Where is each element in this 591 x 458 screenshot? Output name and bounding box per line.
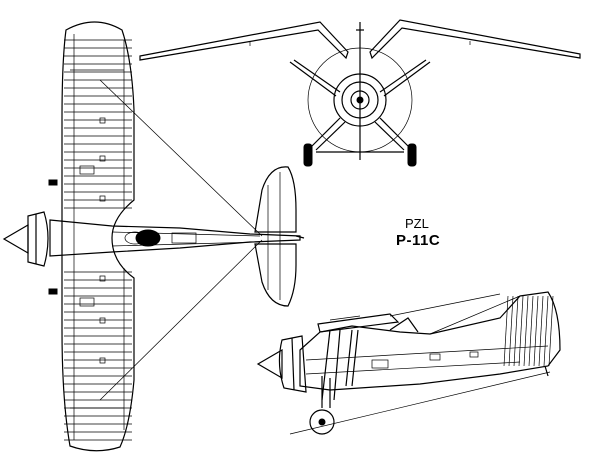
top-view-wing xyxy=(61,21,135,452)
fin-rib-line xyxy=(508,295,514,367)
fin-rib-line xyxy=(548,295,554,367)
fin-rib-line xyxy=(523,295,529,367)
side-view-wheel xyxy=(309,409,335,435)
fin-rib-line xyxy=(533,295,539,367)
model-label: P-11C xyxy=(396,232,441,249)
front-view-wing-right xyxy=(369,19,581,60)
top-view-tailplane xyxy=(254,166,297,233)
fin-rib-line xyxy=(503,295,509,367)
top-view-cowling xyxy=(27,211,49,267)
front-view-engine xyxy=(333,73,387,127)
fin-rib-line xyxy=(513,295,519,367)
front-view-wing-left xyxy=(139,21,349,61)
fin-rib-line xyxy=(518,295,524,367)
top-view-fuselage xyxy=(49,219,301,257)
side-view-wing xyxy=(317,313,400,333)
top-view xyxy=(2,21,305,452)
fin-rib-line xyxy=(528,295,534,367)
side-view xyxy=(256,291,561,435)
manufacturer-label: PZL xyxy=(405,216,429,231)
side-view-fuselage xyxy=(299,291,561,391)
top-view-ribs xyxy=(64,39,132,441)
fin-rib-line xyxy=(538,295,544,367)
side-view-fin-lines xyxy=(503,295,554,367)
fin-rib-line xyxy=(543,295,549,367)
side-view-cowling xyxy=(278,335,307,393)
front-view xyxy=(139,19,581,167)
